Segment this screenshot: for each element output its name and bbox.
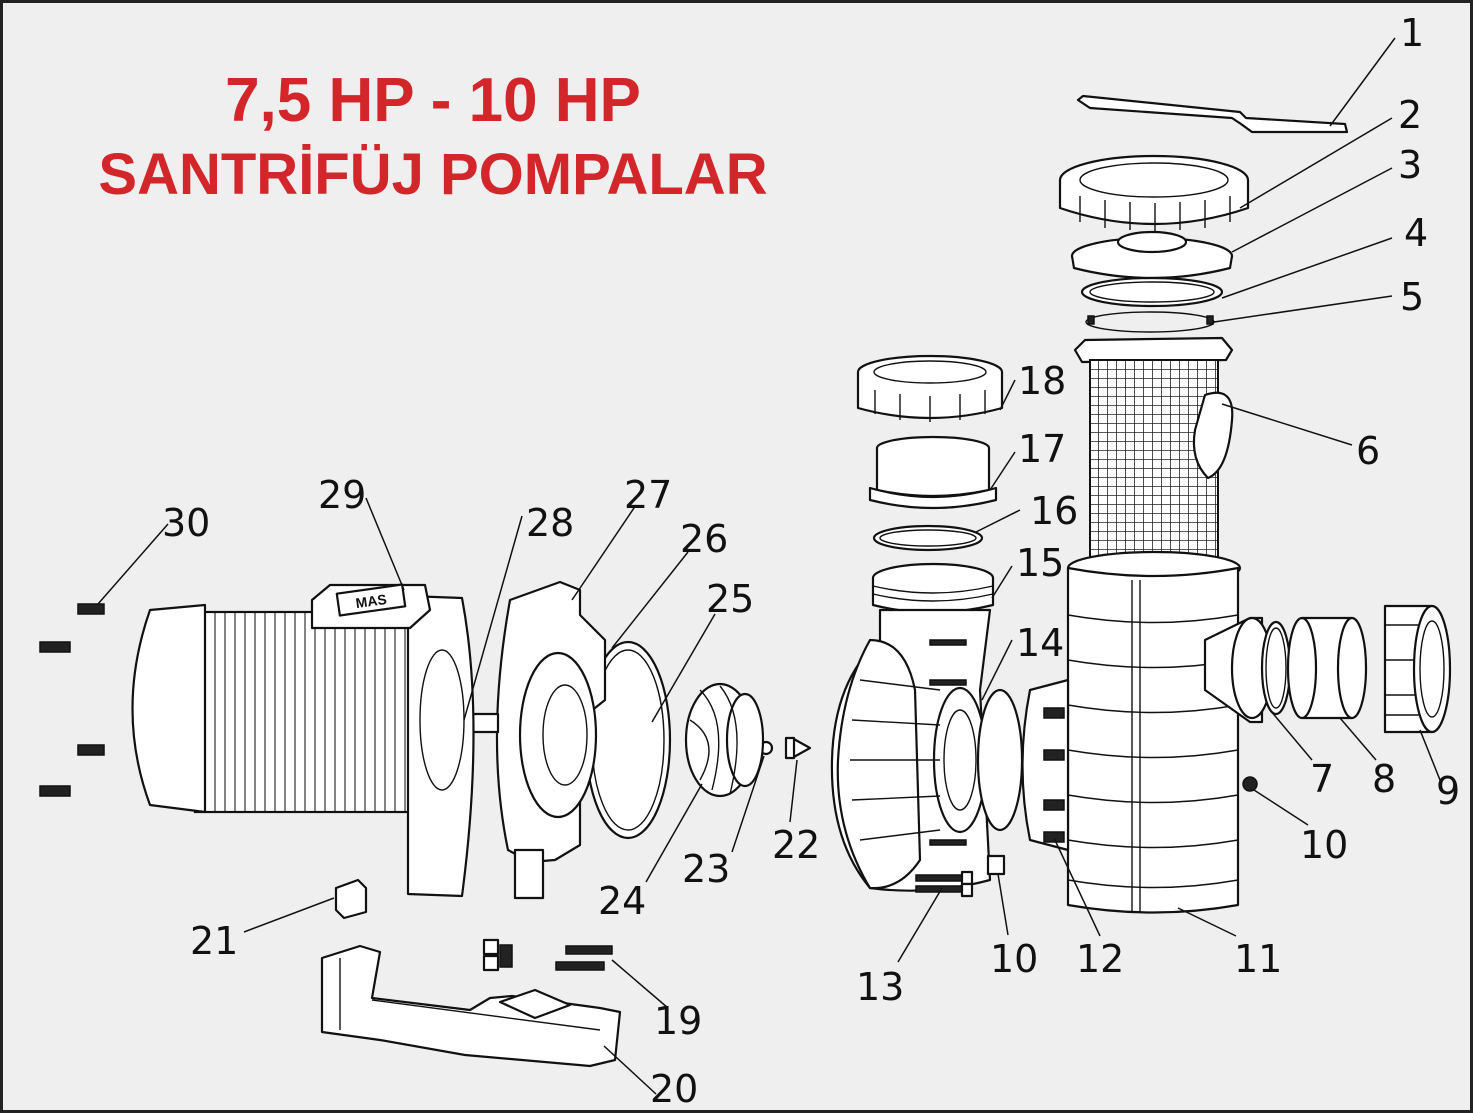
label-30: 30	[162, 501, 210, 545]
label-10-bottom: 10	[990, 937, 1038, 981]
label-14: 14	[1016, 621, 1064, 665]
label-27: 27	[624, 473, 672, 517]
part-21-rubber-block	[334, 878, 368, 920]
part-17-union-tail	[868, 435, 998, 510]
label-23: 23	[682, 847, 730, 891]
part-8-union-tail	[1286, 616, 1368, 720]
title-line-1: 7,5 HP - 10 HP	[225, 66, 641, 135]
part-2-lid-ring	[1058, 154, 1250, 231]
part-13-bolts	[915, 639, 974, 898]
label-29: 29	[318, 473, 366, 517]
label-10-right: 10	[1300, 823, 1348, 867]
label-13: 13	[856, 965, 904, 1009]
leader-lines	[97, 37, 1441, 1095]
part-27-seal-plate	[495, 580, 607, 900]
part-15-inlet-threads	[871, 562, 995, 614]
part-1-lid-wrench	[1076, 94, 1349, 134]
label-16: 16	[1030, 489, 1078, 533]
title-line-2: SANTRİFÜJ POMPALAR	[98, 142, 768, 207]
part-12-flange-bolts	[1043, 707, 1065, 843]
part-19-base-bolts	[482, 938, 613, 972]
part-5-ring-seal	[1085, 311, 1215, 333]
part-9-union-nut	[1383, 604, 1452, 734]
part-number-labels: 1 2 3 4 5 6 7 8 9 10 10 11 12 13 14 15 1…	[162, 11, 1460, 1111]
part-22-impeller-nut	[758, 736, 812, 760]
label-1: 1	[1400, 11, 1424, 55]
label-17: 17	[1018, 427, 1066, 471]
label-4: 4	[1404, 211, 1428, 255]
part-24-impeller	[684, 682, 765, 798]
label-25: 25	[706, 577, 754, 621]
part-3-lid	[1070, 230, 1234, 280]
part-10-drain-plug	[986, 776, 1258, 876]
label-5: 5	[1400, 275, 1424, 319]
part-16-oring	[872, 524, 984, 552]
part-11-prefilter-housing	[1021, 550, 1264, 914]
label-26: 26	[680, 517, 728, 561]
label-2: 2	[1398, 93, 1422, 137]
part-30-motor-bolts	[39, 603, 105, 797]
label-12: 12	[1076, 937, 1124, 981]
part-14-pump-body	[830, 608, 1024, 892]
label-24: 24	[598, 879, 646, 923]
label-18: 18	[1018, 359, 1066, 403]
label-7: 7	[1310, 757, 1334, 801]
part-20-motor-base	[320, 944, 622, 1068]
label-19: 19	[654, 999, 702, 1043]
label-3: 3	[1398, 143, 1422, 187]
label-22: 22	[772, 823, 820, 867]
label-15: 15	[1016, 541, 1064, 585]
part-6-strainer-basket	[1073, 336, 1234, 561]
label-21: 21	[190, 919, 238, 963]
label-11: 11	[1234, 937, 1282, 981]
label-28: 28	[526, 501, 574, 545]
label-8: 8	[1372, 757, 1396, 801]
part-7-union-seal	[1230, 616, 1292, 720]
part-4-lid-oring	[1080, 276, 1224, 308]
motor-badge-text: MAS	[355, 591, 388, 611]
label-9: 9	[1436, 769, 1460, 813]
part-18-union-nut	[856, 354, 1004, 422]
label-20: 20	[650, 1067, 698, 1111]
part-29-electric-motor: MAS	[131, 583, 475, 898]
label-6: 6	[1356, 429, 1380, 473]
